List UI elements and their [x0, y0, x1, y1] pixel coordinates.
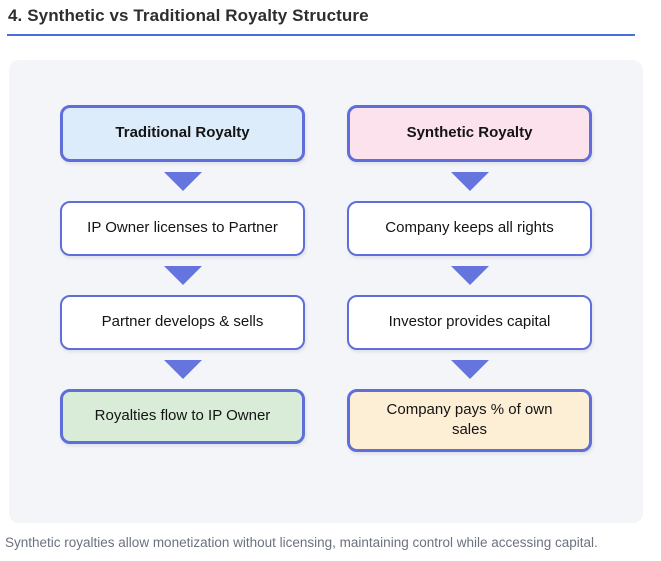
- traditional-royalty-column: Traditional Royalty IP Owner licenses to…: [60, 105, 305, 523]
- royalty-structure-diagram: Traditional Royalty IP Owner licenses to…: [9, 60, 643, 523]
- traditional-header-label: Traditional Royalty: [115, 124, 250, 142]
- synthetic-step-2-box: Investor provides capital: [347, 295, 592, 350]
- synthetic-royalty-column: Synthetic Royalty Company keeps all righ…: [347, 105, 592, 523]
- arrow-down-icon: [163, 360, 202, 379]
- arrow-down-icon: [450, 266, 489, 285]
- traditional-outcome-box: Royalties flow to IP Owner: [60, 389, 305, 444]
- synthetic-header-label: Synthetic Royalty: [406, 124, 533, 142]
- synthetic-step-1-box: Company keeps all rights: [347, 201, 592, 256]
- arrow-down-icon: [163, 266, 202, 285]
- synthetic-outcome-label: Company pays % of own sales: [386, 401, 553, 439]
- diagram-caption: Synthetic royalties allow monetization w…: [5, 535, 598, 550]
- page-title: 4. Synthetic vs Traditional Royalty Stru…: [8, 6, 369, 25]
- traditional-outcome-label: Royalties flow to IP Owner: [94, 407, 271, 425]
- traditional-step-1-box: IP Owner licenses to Partner: [60, 201, 305, 256]
- arrow-down-icon: [163, 172, 202, 191]
- traditional-step-2-label: Partner develops & sells: [101, 313, 264, 331]
- traditional-step-1-label: IP Owner licenses to Partner: [87, 219, 278, 237]
- arrow-down-icon: [450, 172, 489, 191]
- synthetic-outcome-box: Company pays % of own sales: [347, 389, 592, 452]
- title-underline: [7, 34, 635, 36]
- traditional-header-box: Traditional Royalty: [60, 105, 305, 162]
- arrow-down-icon: [450, 360, 489, 379]
- synthetic-step-1-label: Company keeps all rights: [385, 219, 554, 237]
- traditional-step-2-box: Partner develops & sells: [60, 295, 305, 350]
- synthetic-header-box: Synthetic Royalty: [347, 105, 592, 162]
- synthetic-step-2-label: Investor provides capital: [388, 313, 551, 331]
